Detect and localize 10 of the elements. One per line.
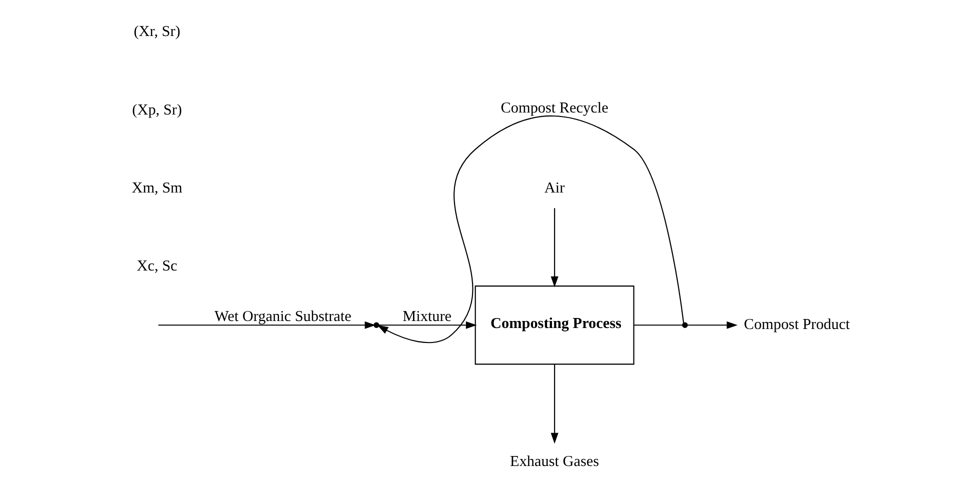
node-text: Exhaust Gases — [510, 452, 600, 470]
edge-label: Mixture — [402, 308, 452, 326]
label: (Xp, Sr) — [132, 101, 182, 118]
label: (Xr, Sr) — [134, 23, 180, 40]
edge-label: Wet Organic Substrate — [214, 308, 352, 326]
node-text: Compost Product — [744, 316, 850, 334]
edge-label: Compost Recycle — [500, 100, 608, 117]
node-text: Air — [544, 179, 565, 196]
label: Xm, Sm — [132, 179, 182, 196]
label: Xc, Sc — [136, 258, 178, 275]
